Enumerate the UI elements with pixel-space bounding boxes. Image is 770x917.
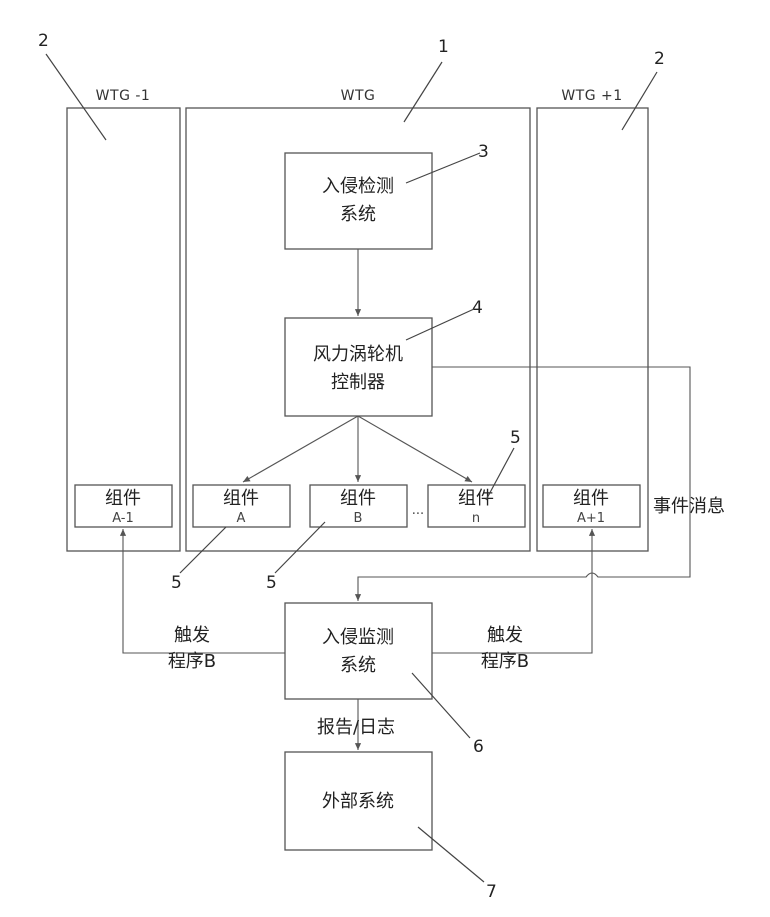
intrusion-monitoring-line2: 系统 (340, 655, 376, 676)
ref-number-component-a: 5 (171, 573, 182, 593)
component-a-plus-1-id: A+1 (577, 511, 605, 526)
ref-number-external: 7 (486, 882, 497, 902)
leader-intrusion-monitoring (412, 673, 470, 738)
turbine-controller-line2: 控制器 (331, 372, 385, 393)
ref-number-wtg-left: 2 (38, 31, 49, 51)
ref-number-component-n: 5 (510, 428, 521, 448)
component-a-minus-1-title: 组件 (105, 488, 141, 509)
report-log-label: 报告/日志 (317, 717, 395, 738)
trigger-left-line1: 触发 (174, 625, 210, 646)
component-b-title: 组件 (340, 488, 376, 509)
leader-external (418, 827, 484, 882)
ref-number-controller: 4 (472, 298, 483, 318)
wtg-right-label: WTG +1 (561, 88, 622, 104)
component-a-id: A (237, 511, 246, 526)
intrusion-monitoring-line1: 入侵监测 (322, 627, 394, 648)
intrusion-detection-line1: 入侵检测 (322, 176, 394, 197)
component-n-title: 组件 (458, 488, 494, 509)
ref-number-intrusion-detection: 3 (478, 142, 489, 162)
external-system-label: 外部系统 (322, 791, 394, 812)
trigger-right-line1: 触发 (487, 625, 523, 646)
wtg-left-label: WTG -1 (96, 88, 151, 104)
turbine-controller-line1: 风力涡轮机 (313, 344, 403, 365)
ref-number-intrusion-monitoring: 6 (473, 737, 484, 757)
ref-number-wtg-right: 2 (654, 49, 665, 69)
wtg-center-label: WTG (341, 88, 376, 104)
component-b-id: B (354, 511, 363, 526)
ref-number-wtg-center: 1 (438, 37, 449, 57)
intrusion-monitoring-box (285, 603, 432, 699)
trigger-left-line2: 程序B (168, 651, 216, 672)
turbine-controller-box (285, 318, 432, 416)
intrusion-detection-box (285, 153, 432, 249)
trigger-right-line2: 程序B (481, 651, 529, 672)
component-ellipsis: ... (412, 503, 424, 518)
component-a-title: 组件 (223, 488, 259, 509)
component-n-id: n (472, 511, 480, 526)
component-a-plus-1-title: 组件 (573, 488, 609, 509)
component-a-minus-1-id: A-1 (112, 511, 134, 526)
ref-number-component-b: 5 (266, 573, 277, 593)
event-message-label: 事件消息 (653, 496, 725, 517)
intrusion-detection-line2: 系统 (340, 204, 376, 225)
